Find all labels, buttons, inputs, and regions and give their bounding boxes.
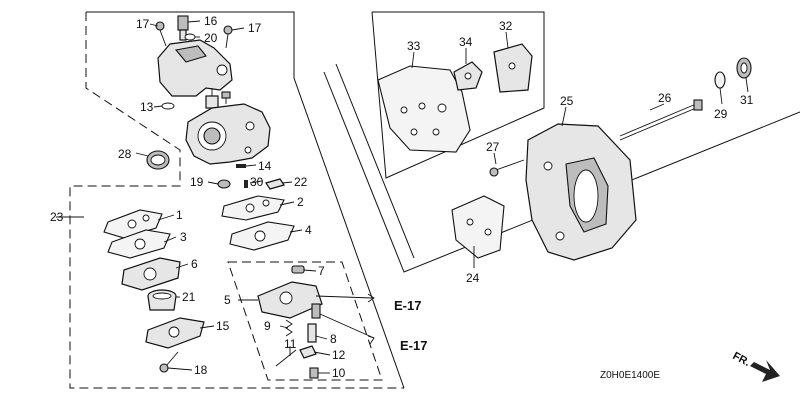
gasket-group-frame (371, 11, 545, 179)
direction-label: FR. (731, 350, 752, 369)
carburetor-top-cover (157, 39, 233, 109)
callout-17-left: 17 (136, 17, 150, 31)
gasket-part-1 (103, 209, 163, 239)
callout-25: 25 (560, 94, 574, 108)
lever-part-12 (299, 345, 317, 359)
callout-26: 26 (658, 91, 672, 105)
clip-part-13 (161, 102, 175, 110)
o-ring-part-28 (146, 150, 170, 170)
callout-2: 2 (297, 195, 304, 209)
callouts: 17 16 17 20 13 28 14 19 30 22 23 1 3 2 4… (50, 14, 754, 380)
screw-part-17-left (155, 21, 167, 47)
right-large-frame (323, 63, 800, 273)
housing-part-25 (525, 123, 637, 261)
drawing-code: Z0H0E1400E (600, 370, 660, 381)
callout-10: 10 (332, 366, 346, 380)
callout-22: 22 (294, 175, 308, 189)
washer-part-29 (714, 71, 726, 89)
callout-4: 4 (305, 223, 312, 237)
callout-27: 27 (486, 140, 500, 154)
small-parts-19-30-22 (217, 178, 285, 190)
pump-cover-part-6 (121, 257, 181, 291)
callout-15: 15 (216, 319, 230, 333)
screw-part-17-right (223, 25, 233, 49)
inner-dashed-box (227, 261, 383, 381)
callout-11: 11 (284, 337, 297, 351)
cover-plate-part-15 (145, 317, 205, 349)
needle-part-7 (291, 265, 305, 274)
callout-28: 28 (118, 147, 132, 161)
hose-arrows (315, 293, 375, 345)
callout-34: 34 (459, 35, 473, 49)
callout-8: 8 (330, 332, 337, 346)
callout-12: 12 (332, 348, 346, 362)
callout-7: 7 (318, 264, 325, 278)
front-direction-indicator: FR. (731, 350, 780, 382)
front-arrow-icon (750, 360, 780, 382)
insulator-part-24 (451, 195, 505, 259)
outer-dashed-boundary (69, 12, 404, 389)
callout-32: 32 (499, 19, 513, 33)
pin-part-14 (236, 164, 246, 168)
callout-31: 31 (740, 93, 754, 107)
filter-cup-part-21 (147, 289, 177, 311)
callout-30: 30 (250, 175, 264, 189)
diaphragm-part-3 (107, 229, 171, 259)
callout-21: 21 (182, 290, 196, 304)
pin-part-11 (275, 349, 297, 367)
spring-part-9 (285, 319, 293, 337)
callout-5: 5 (224, 293, 231, 307)
callout-23: 23 (50, 210, 64, 224)
callout-17-right: 17 (248, 21, 262, 35)
callout-18: 18 (194, 363, 208, 377)
carburetor-body (185, 91, 271, 165)
screw-part-27 (489, 159, 525, 177)
callout-6: 6 (191, 257, 198, 271)
callout-29: 29 (714, 107, 728, 121)
gasket-part-2 (221, 195, 285, 221)
metering-body-part-5 (257, 281, 323, 319)
callout-24: 24 (466, 271, 480, 285)
screw-part-10 (309, 367, 319, 379)
reference-e17-lower: E-17 (400, 338, 427, 353)
callout-14: 14 (258, 159, 272, 173)
callout-1: 1 (176, 208, 183, 222)
screw-part-18 (159, 351, 179, 373)
plate-part-32 (493, 43, 533, 93)
washer-part-20 (184, 33, 196, 41)
plate-part-34 (453, 61, 483, 91)
washer-part-31 (736, 57, 752, 79)
callout-3: 3 (180, 230, 187, 244)
callout-19: 19 (190, 175, 204, 189)
callout-20: 20 (204, 31, 218, 45)
callout-13: 13 (140, 100, 154, 114)
upper-group-frame (86, 11, 405, 389)
leader-lines (56, 20, 749, 374)
reference-e17-upper: E-17 (394, 298, 421, 313)
valve-part-8 (307, 323, 317, 343)
callout-33: 33 (407, 39, 421, 53)
diaphragm-part-4 (229, 221, 295, 251)
gasket-part-33 (377, 65, 471, 153)
callout-9: 9 (264, 319, 271, 333)
callout-16: 16 (204, 14, 218, 28)
bolt-part-26 (619, 99, 703, 141)
